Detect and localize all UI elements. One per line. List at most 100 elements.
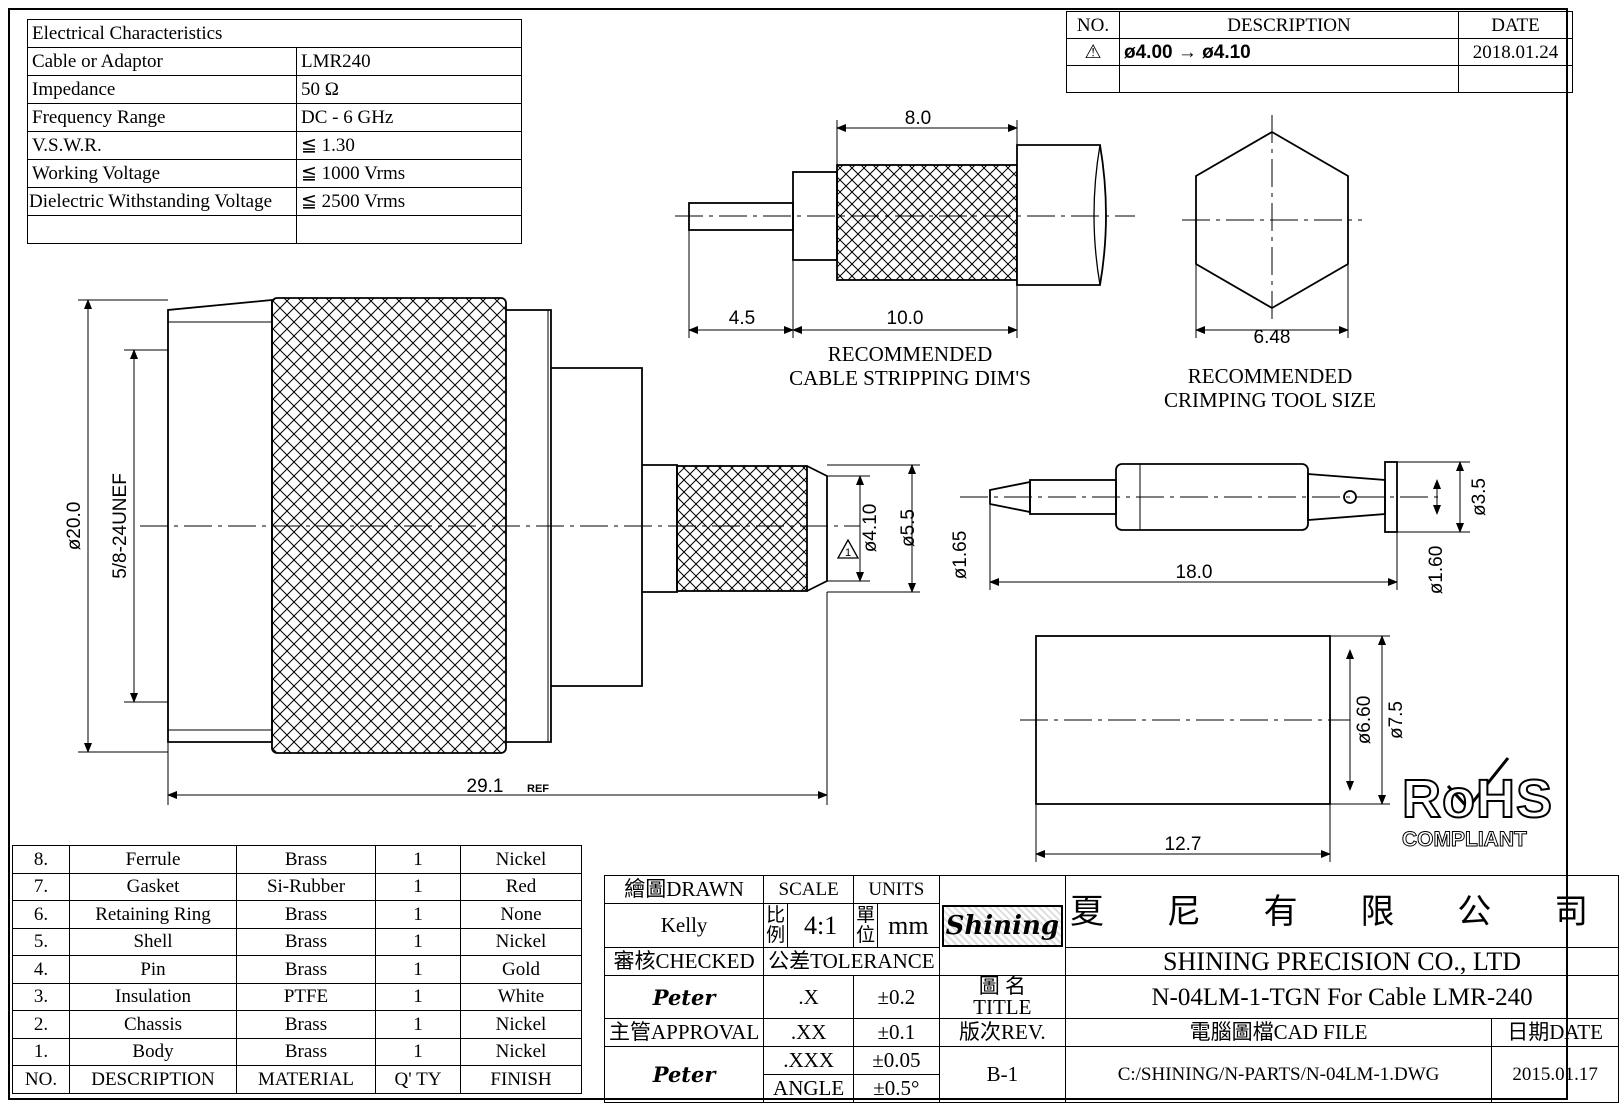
bom-qty: 1 bbox=[375, 1010, 461, 1039]
stripping-caption: RECOMMENDED CABLE STRIPPING DIM'S bbox=[770, 342, 1050, 390]
tolerance-value: ±0.2 bbox=[853, 975, 940, 1019]
bom-description: Pin bbox=[69, 955, 237, 984]
rev-header-date: DATE bbox=[1458, 11, 1573, 39]
bom-description: Chassis bbox=[69, 1010, 237, 1039]
bom-header-row: NO. DESCRIPTION MATERIAL Q' TY FINISH bbox=[12, 1065, 582, 1094]
rohs-check-icon bbox=[1446, 757, 1510, 811]
bom-finish: White bbox=[460, 982, 582, 1011]
bom-description: Body bbox=[69, 1037, 237, 1066]
tolerance-value: ±0.5° bbox=[853, 1074, 940, 1103]
elec-value: ≦ 2500 Vrms bbox=[296, 187, 522, 216]
crimping-caption-line2: CRIMPING TOOL SIZE bbox=[1164, 388, 1376, 412]
company-logo: Shining bbox=[941, 904, 1064, 947]
elec-value: DC - 6 GHz bbox=[296, 103, 522, 132]
bom-qty: 1 bbox=[375, 872, 461, 901]
dim-pin-tip: ø1.65 bbox=[950, 531, 971, 580]
crimping-caption: RECOMMENDED CRIMPING TOOL SIZE bbox=[1140, 364, 1400, 412]
dim-length-ref: REF bbox=[527, 783, 549, 795]
company-name-cn: 夏 尼 有 限 公 司 bbox=[1065, 875, 1619, 948]
scale-value: 4:1 bbox=[787, 903, 855, 948]
bom-material: PTFE bbox=[236, 982, 376, 1011]
title-block: 繪圖DRAWN SCALE UNITS Shining 夏 尼 有 限 公 司 … bbox=[603, 875, 1619, 1103]
elec-empty bbox=[27, 215, 297, 244]
bom-material: Brass bbox=[236, 900, 376, 929]
tolerance-value: ±0.05 bbox=[853, 1046, 940, 1075]
rev-empty bbox=[1066, 65, 1120, 93]
bom-qty: 1 bbox=[375, 955, 461, 984]
bom-finish: Gold bbox=[460, 955, 582, 984]
dim-hex: 6.48 bbox=[1254, 327, 1291, 348]
drawing-title: N-04LM-1-TGN For Cable LMR-240 bbox=[1065, 975, 1619, 1019]
elec-label: V.S.W.R. bbox=[27, 131, 297, 160]
bom-header-description: DESCRIPTION bbox=[69, 1065, 237, 1094]
bom-header-material: MATERIAL bbox=[236, 1065, 376, 1094]
cad-file-label: 電腦圖檔CAD FILE bbox=[1065, 1018, 1493, 1047]
bom-qty: 1 bbox=[375, 900, 461, 929]
bom-finish: None bbox=[460, 900, 582, 929]
elec-empty bbox=[296, 215, 522, 244]
cable-stripping-view bbox=[675, 120, 1135, 338]
tolerance-key: .X bbox=[763, 975, 855, 1019]
rev-empty bbox=[1458, 65, 1573, 93]
dim-pin-shoulder: ø3.5 bbox=[1469, 478, 1490, 516]
bom-material: Si-Rubber bbox=[236, 872, 376, 901]
crimp-sleeve-view bbox=[1020, 635, 1390, 862]
dim-crimp-length: 12.7 bbox=[1165, 834, 1202, 855]
scale-label: SCALE bbox=[763, 875, 855, 904]
bom-description: Retaining Ring bbox=[69, 900, 237, 929]
approved-by-signature: Peter bbox=[603, 1046, 765, 1103]
bom-no: 5. bbox=[12, 927, 70, 956]
bom-material: Brass bbox=[236, 927, 376, 956]
bom-description: Gasket bbox=[69, 872, 237, 901]
drawing-date: 2015.01.17 bbox=[1491, 1046, 1619, 1103]
electrical-characteristics-table: Electrical Characteristics Cable or Adap… bbox=[27, 19, 522, 244]
bom-material: Brass bbox=[236, 1010, 376, 1039]
dim-pin-length: 18.0 bbox=[1176, 562, 1213, 583]
rohs-logo: RoHS COMPLIANT bbox=[1401, 769, 1553, 852]
rev-label: 版次REV. bbox=[938, 1018, 1067, 1047]
tolerance-value: ±0.1 bbox=[853, 1018, 940, 1047]
tolerance-key: ANGLE bbox=[763, 1074, 855, 1103]
bom-description: Shell bbox=[69, 927, 237, 956]
stripping-caption-line1: RECOMMENDED bbox=[827, 342, 993, 366]
dim-strip-8: 8.0 bbox=[905, 108, 931, 129]
rev-description: ø4.00 → ø4.10 bbox=[1119, 38, 1459, 66]
bom-finish: Nickel bbox=[460, 1037, 582, 1066]
bom-qty: 1 bbox=[375, 1037, 461, 1066]
dim-length: 29.1 bbox=[467, 776, 504, 797]
bom-material: Brass bbox=[236, 1037, 376, 1066]
company-name-en: SHINING PRECISION CO., LTD bbox=[1065, 947, 1619, 976]
tolerance-key: .XXX bbox=[763, 1046, 855, 1075]
checked-label: 審核CHECKED bbox=[603, 947, 765, 976]
revision-table: NO. DESCRIPTION DATE ⚠ ø4.00 → ø4.10 201… bbox=[1066, 11, 1573, 93]
main-connector-view bbox=[78, 297, 920, 805]
bom-header-no: NO. bbox=[12, 1065, 70, 1094]
bom-qty: 1 bbox=[375, 927, 461, 956]
bom-finish: Nickel bbox=[460, 927, 582, 956]
bom-description: Ferrule bbox=[69, 845, 237, 874]
units-value: mm bbox=[877, 903, 940, 948]
dim-ferrule-outer: ø5.5 bbox=[898, 509, 919, 547]
bom-qty: 1 bbox=[375, 982, 461, 1011]
scale-prefix: 比例 bbox=[763, 903, 789, 948]
elec-value: LMR240 bbox=[296, 47, 522, 76]
crimp-hex-view bbox=[1182, 115, 1362, 338]
bom-header-qty: Q' TY bbox=[375, 1065, 461, 1094]
bom-finish: Red bbox=[460, 872, 582, 901]
rev-value: B-1 bbox=[938, 1046, 1067, 1103]
bom-finish: Nickel bbox=[460, 1010, 582, 1039]
dim-thread: 5/8-24UNEF bbox=[110, 473, 131, 579]
dim-pin-flange: ø1.60 bbox=[1426, 546, 1447, 595]
bom-no: 2. bbox=[12, 1010, 70, 1039]
drawn-by: Kelly bbox=[603, 903, 765, 948]
rohs-mark: RoHS bbox=[1401, 769, 1553, 829]
